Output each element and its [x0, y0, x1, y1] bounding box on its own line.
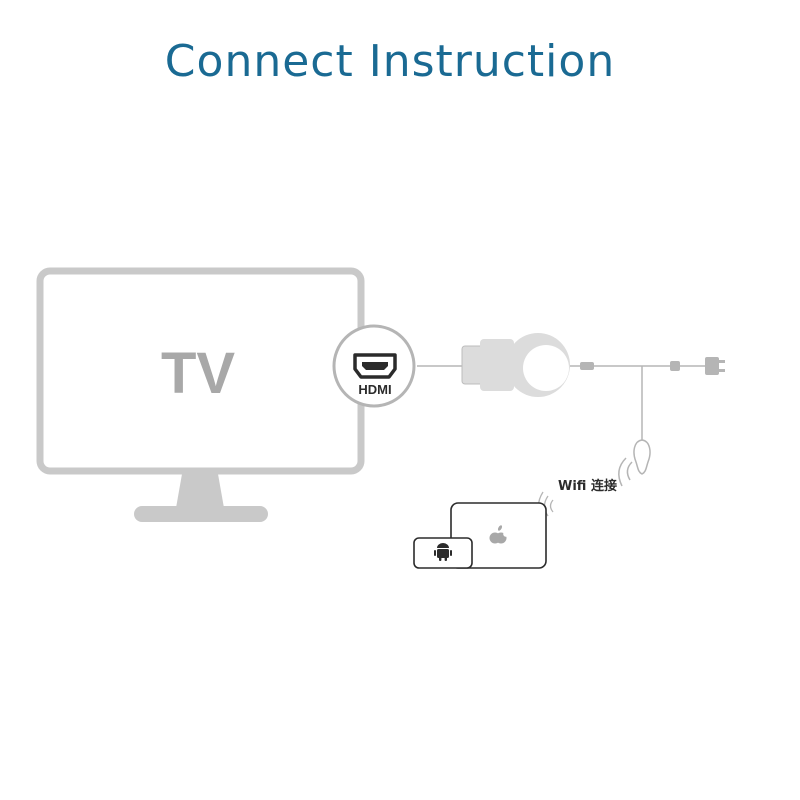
android-icon-arm-right	[450, 550, 452, 556]
tv-stand-base	[134, 506, 268, 522]
apple-icon-bite	[503, 531, 509, 537]
power-adapter-prong-top	[719, 360, 725, 363]
cable-connector	[670, 361, 680, 371]
wifi-signal-arc-1	[549, 499, 554, 513]
wifi-wave-outer	[618, 457, 627, 487]
dongle-neck	[480, 339, 514, 391]
wifi-antenna	[618, 439, 651, 487]
cable-connectors	[580, 361, 680, 371]
usb-connector	[580, 362, 594, 370]
tv: TV	[36, 267, 365, 522]
wifi-label: Wifi 连接	[558, 478, 617, 494]
hdmi-badge: HDMI	[332, 324, 416, 408]
hdmi-port-icon	[353, 353, 397, 379]
power-adapter-icon	[705, 357, 725, 375]
wifi-dongle	[461, 333, 570, 397]
antenna-body	[633, 439, 651, 475]
power-adapter-prong-bottom	[719, 369, 725, 372]
android-icon-head	[437, 543, 449, 548]
power-adapter-body	[705, 357, 719, 375]
hdmi-port-pins	[362, 362, 388, 370]
android-icon-leg-left	[439, 557, 442, 561]
tv-stand-neck	[176, 474, 224, 508]
hdmi-label: HDMI	[358, 382, 391, 397]
wifi-wave-inner	[626, 461, 633, 481]
dongle-cap	[523, 345, 569, 391]
android-icon	[434, 543, 452, 561]
apple-icon	[489, 525, 509, 544]
android-icon-arm-left	[434, 550, 436, 556]
tablet-device	[450, 502, 547, 569]
android-icon-body	[437, 549, 449, 558]
page-title: Connect Instruction	[164, 36, 616, 87]
android-icon-leg-right	[444, 557, 447, 561]
phone-device	[413, 537, 473, 569]
apple-icon-leaf	[497, 525, 503, 531]
tv-label: TV	[161, 341, 235, 406]
